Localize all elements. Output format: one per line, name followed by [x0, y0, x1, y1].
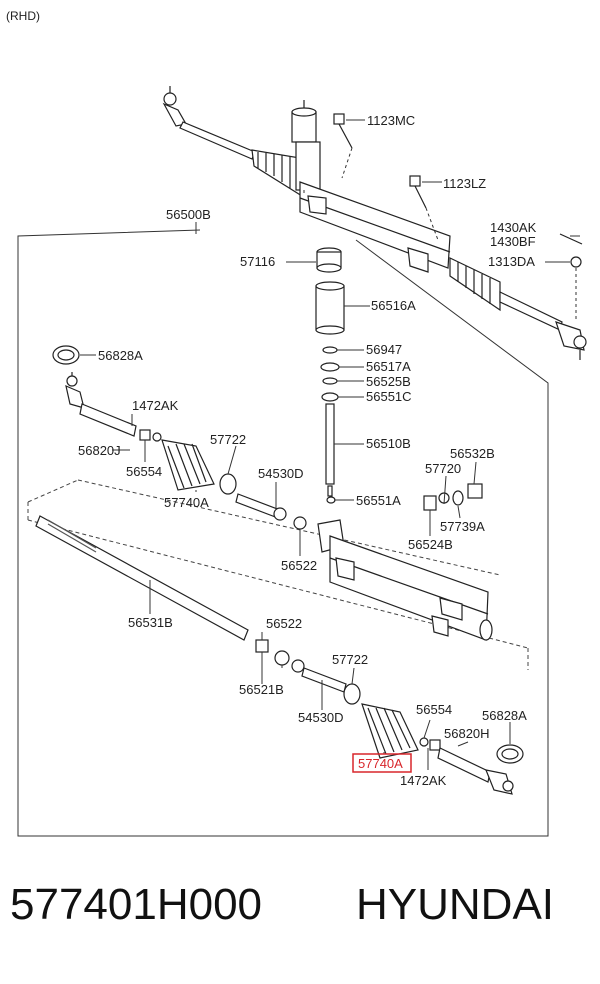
kit-frame [17, 222, 549, 837]
label-56532B: 56532B [450, 446, 495, 461]
label-56510B: 56510B [366, 436, 411, 451]
label-56828A-right: 56828A [482, 708, 527, 723]
label-1430BF: 1430BF [490, 234, 536, 249]
kit-leaders [80, 261, 511, 770]
top-leaders [303, 119, 580, 320]
label-1123LZ: 1123LZ [443, 176, 486, 191]
label-56820J: 56820J [78, 443, 121, 458]
label-56551C: 56551C [366, 389, 412, 404]
footer: 577401H000 HYUNDAI [0, 880, 600, 950]
label-57722-right: 57722 [332, 652, 368, 667]
label-56522-left: 56522 [281, 558, 317, 573]
kit-components [35, 247, 524, 795]
label-56554-right: 56554 [416, 702, 452, 717]
label-1472AK-right: 1472AK [400, 773, 447, 788]
label-1472AK-left: 1472AK [132, 398, 179, 413]
brand-name: HYUNDAI [356, 880, 555, 929]
label-56524B: 56524B [408, 537, 453, 552]
label-57740A-right[interactable]: 57740A [358, 756, 403, 771]
label-56828A-left: 56828A [98, 348, 143, 363]
label-1123MC: 1123MC [367, 113, 415, 128]
part-labels: 1123MC 1123LZ 1430AK 1430BF 1313DA 56500… [78, 113, 537, 788]
label-56517A: 56517A [366, 359, 411, 374]
label-56525B: 56525B [366, 374, 411, 389]
label-54530D-left: 54530D [258, 466, 304, 481]
label-57740A-left: 57740A [164, 495, 209, 510]
label-57116: 57116 [240, 254, 275, 269]
label-56554-left: 56554 [126, 464, 162, 479]
label-56522-right: 56522 [266, 616, 302, 631]
label-56947: 56947 [366, 342, 402, 357]
label-56500B: 56500B [166, 207, 211, 222]
label-56551A: 56551A [356, 493, 401, 508]
label-57722-left: 57722 [210, 432, 246, 447]
label-57739A: 57739A [440, 519, 485, 534]
label-1313DA: 1313DA [488, 254, 535, 269]
part-number: 577401H000 [10, 880, 263, 929]
highlight-box [352, 753, 412, 773]
label-56820H: 56820H [444, 726, 490, 741]
label-56531B: 56531B [128, 615, 173, 630]
label-57720: 57720 [425, 461, 461, 476]
label-54530D-right: 54530D [298, 710, 344, 725]
rhd-label: (RHD) [6, 9, 40, 23]
label-1430AK: 1430AK [490, 220, 537, 235]
label-56521B: 56521B [239, 682, 284, 697]
steering-gear-assembly [162, 86, 587, 360]
label-56516A: 56516A [371, 298, 416, 313]
